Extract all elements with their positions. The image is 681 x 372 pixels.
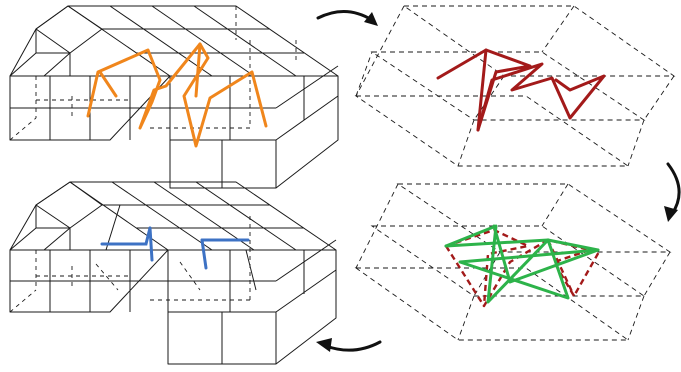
red-chain <box>436 48 606 132</box>
bottom-left-lattice <box>9 181 337 365</box>
bottom-right-planes <box>354 183 672 341</box>
orange-chain <box>86 42 268 148</box>
green-chain <box>444 224 600 304</box>
blue-chain-segments <box>100 226 250 270</box>
top-right-planes <box>354 5 676 167</box>
arrow-top <box>316 10 378 26</box>
arrow-right <box>664 162 681 222</box>
top-left-lattice <box>9 5 339 189</box>
arrow-bottom <box>316 338 382 352</box>
